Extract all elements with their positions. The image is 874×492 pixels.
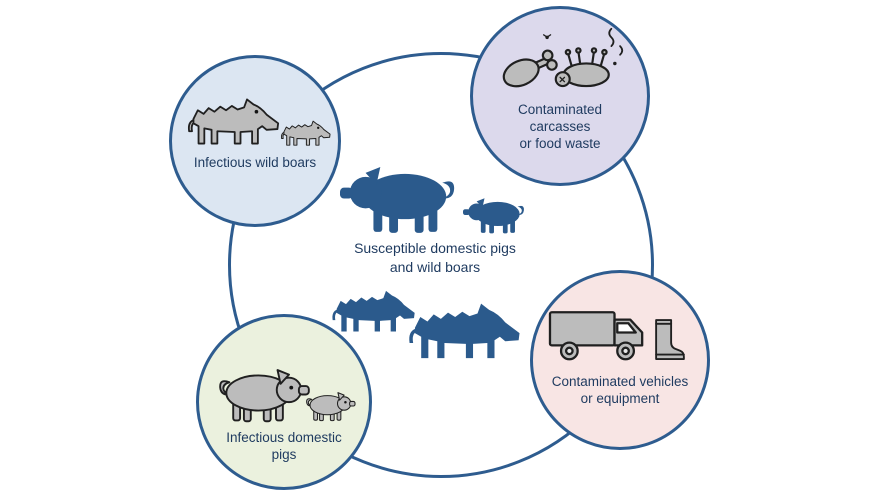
carcass-food-waste-icon <box>498 27 624 93</box>
node-contaminated-vehicles: Contaminated vehicles or equipment <box>530 270 710 450</box>
node-contaminated-carcasses: Contaminated carcasses or food waste <box>470 6 650 186</box>
wild-boar-small-icon <box>332 290 415 332</box>
wild-boar-icon <box>187 98 280 145</box>
boot-icon <box>655 319 685 360</box>
node-label-line: or food waste <box>519 136 601 151</box>
domestic-piglet-icon <box>306 392 356 422</box>
node-label: Infectious domestic pigs <box>199 429 369 463</box>
node-infectious-wild-boars: Infectious wild boars <box>169 55 341 227</box>
domestic-piglet-icon <box>463 198 524 234</box>
node-label: Contaminated vehicles or equipment <box>533 373 707 407</box>
node-label-line: carcasses <box>529 119 591 134</box>
node-label: Contaminated carcasses or food waste <box>473 101 647 152</box>
node-label-line: Infectious wild boars <box>193 155 317 170</box>
center-label-line-2: and wild boars <box>389 259 481 275</box>
node-label-line: or equipment <box>580 391 660 406</box>
center-label: Susceptible domestic pigs and wild boars <box>295 239 575 277</box>
node-label-line: Contaminated <box>517 102 603 117</box>
node-infectious-domestic-pigs: Infectious domestic pigs <box>196 314 372 490</box>
node-label-line: pigs <box>271 447 297 462</box>
node-label-line: Infectious domestic <box>226 430 342 445</box>
node-label: Infectious wild boars <box>172 154 338 171</box>
domestic-pig-icon <box>219 369 310 423</box>
node-label-line: Contaminated vehicles <box>551 374 689 389</box>
domestic-pig-icon <box>340 167 455 233</box>
wild-boar-piglet-icon <box>280 120 331 146</box>
truck-icon <box>548 311 644 361</box>
center-label-line-1: Susceptible domestic pigs <box>354 240 516 256</box>
wild-boar-icon <box>409 303 520 359</box>
